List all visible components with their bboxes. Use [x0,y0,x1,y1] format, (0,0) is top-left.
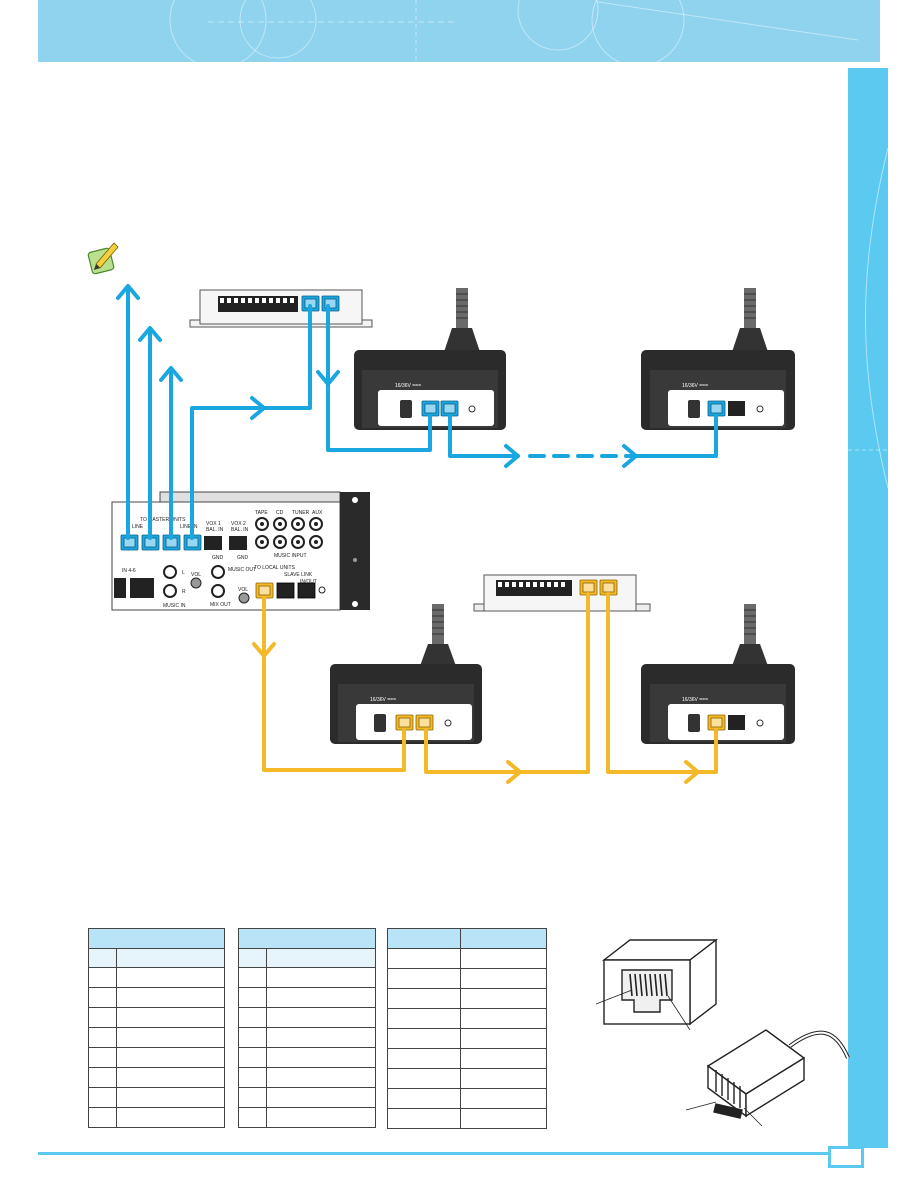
table-row [238,987,376,1008]
amplifier-panel: TO MASTER UNITS LINE LINE IN VOX 1 BAL. … [111,491,370,611]
table-row [387,968,547,989]
side-tab-bar [848,68,889,1148]
label-music-out: MUSIC OUT [228,567,256,573]
label-to-master-units: TO MASTER UNITS [140,517,186,523]
header-decoration [169,0,859,62]
table-row [387,1028,547,1049]
pinout-table-3 [387,928,547,1129]
pinout-table-2 [238,928,376,1128]
table-row [238,1067,376,1088]
table-row [238,1027,376,1048]
label-vox2: VOX 2 [231,521,246,527]
table2-header [238,928,376,949]
footer-rule [38,1152,838,1155]
label-to-local-units: TO LOCAL UNITS [254,565,296,571]
page-number-box [828,1146,864,1168]
table-row [387,1108,547,1129]
label-vox2-gnd: GND [237,555,249,561]
label-aux: AUX [312,510,323,516]
junction-box-local [473,574,651,612]
label-mix-out: MIX OUT [210,602,231,608]
table-row [88,1087,225,1108]
table1-header [88,928,225,949]
label-cd: CD [276,510,284,516]
mic4-power-label: 16/36V === [682,697,708,703]
mic1-power-label: 16/36V === [395,383,421,389]
table-row [238,967,376,988]
label-tuner: TUNER [292,510,310,516]
table-row [238,1047,376,1068]
label-in-4-6: IN 4-6 [122,568,136,574]
table-row [238,1087,376,1108]
table3-header-right [460,928,547,949]
sidebar-decoration [848,147,889,489]
label-in-out: IN/OUT [300,579,317,585]
table2-subheader-signal [266,948,376,968]
label-tape: TAPE [255,510,268,516]
table1-subheader-signal [116,948,225,968]
mic-unit-master-2: 16/36V === [641,288,795,430]
label-vol-2: VOL [238,587,248,593]
rj45-plug-illustration [685,1029,850,1127]
table-row [88,1007,225,1028]
pinout-table-1 [88,928,225,1128]
header-banner [38,0,880,62]
table-row [88,1027,225,1048]
note-icon [87,242,119,275]
label-slave-link: SLAVE LINK [284,572,313,578]
label-vox2-bal-in: BAL. IN [231,527,249,533]
table-row [88,1107,225,1128]
label-vox1-bal-in: BAL. IN [206,527,224,533]
rj45-socket-illustration [595,938,719,1031]
table-row [387,1068,547,1089]
mic2-power-label: 16/36V === [682,383,708,389]
table-row [238,1007,376,1028]
table-row [88,1067,225,1088]
table3-header-left [387,928,461,949]
label-music-in: MUSIC IN [163,603,186,609]
table2-subheader-pin [238,948,267,968]
table-row [387,1008,547,1029]
label-vox1-gnd: GND [212,555,224,561]
label-r: R [182,589,186,595]
table-row [238,1107,376,1128]
mic-unit-local-1: 16/36V === [330,604,482,744]
local-bus-wiring [252,592,718,784]
table1-subheader-pin [88,948,117,968]
master-bus-wiring [116,284,718,540]
junction-box-master [189,289,373,328]
table-row [88,1047,225,1068]
mic3-power-label: 16/36V === [370,697,396,703]
table-row [88,967,225,988]
mic-unit-local-2: 16/36V === [641,604,795,744]
table-row [387,1088,547,1109]
label-vol-1: VOL [191,572,201,578]
label-vox1: VOX 1 [206,521,221,527]
label-line-left: LINE [132,524,144,530]
table-row [88,987,225,1008]
label-line-in: LINE IN [180,524,198,530]
label-music-input: MUSIC INPUT [274,553,307,559]
mic-unit-master-1: 16/36V === [354,288,506,430]
table-row [387,1048,547,1069]
table-row [387,988,547,1009]
label-l: L [182,570,185,576]
